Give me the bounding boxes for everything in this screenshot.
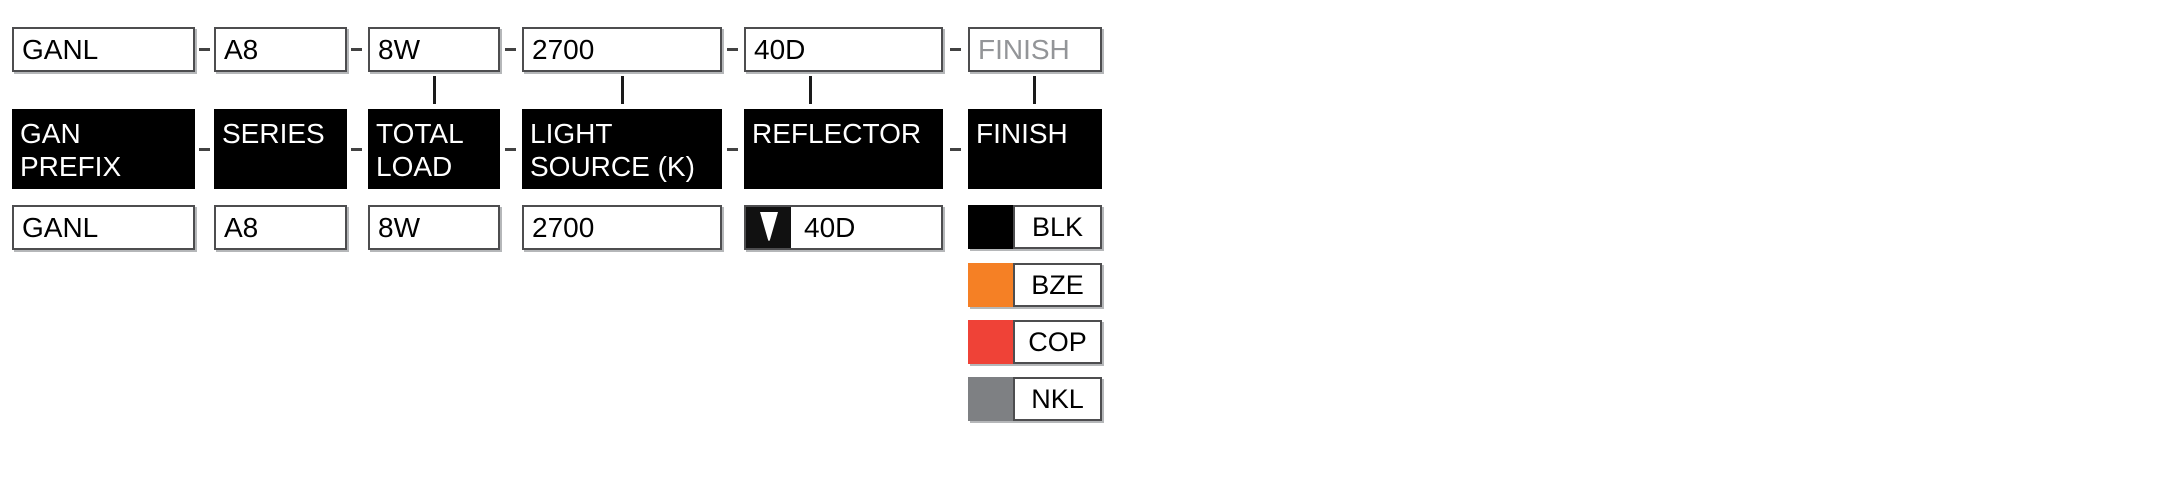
value-text: A8 [224, 211, 259, 243]
column-header-total-load: TOTAL LOAD [368, 109, 500, 189]
finish-option-cop[interactable]: COP [968, 320, 1102, 364]
finish-option-label: BLK [1013, 205, 1102, 249]
finish-color-swatch [968, 320, 1013, 364]
dash-connector [727, 48, 738, 51]
code-segment-light-source[interactable]: 2700 [522, 27, 722, 72]
header-line: SERIES [222, 118, 325, 149]
dropdown-selected-value: 40D [804, 211, 856, 243]
finish-option-label: COP [1013, 320, 1102, 364]
dropdown-arrow-icon[interactable] [746, 207, 791, 248]
code-segment-text: A8 [224, 33, 259, 65]
code-segment-total-load[interactable]: 8W [368, 27, 500, 72]
connector-line [1033, 76, 1036, 104]
dash-connector [199, 48, 210, 51]
value-text: 2700 [532, 211, 595, 243]
finish-option-label: BZE [1013, 263, 1102, 307]
finish-color-swatch [968, 377, 1013, 421]
code-segment-finish-placeholder[interactable]: FINISH [968, 27, 1102, 72]
finish-color-swatch [968, 263, 1013, 307]
dash-connector [727, 148, 738, 151]
value-field-series[interactable]: A8 [214, 205, 347, 250]
header-line: LIGHT [530, 118, 613, 149]
value-text: GANL [22, 211, 99, 243]
finish-option-label: NKL [1013, 377, 1102, 421]
code-segment-series[interactable]: A8 [214, 27, 347, 72]
reflector-dropdown[interactable]: 40D [744, 205, 943, 250]
column-header-light-source: LIGHT SOURCE (K) [522, 109, 722, 189]
connector-line [433, 76, 436, 104]
dash-connector [199, 148, 210, 151]
value-field-gan-prefix[interactable]: GANL [12, 205, 195, 250]
column-header-reflector: REFLECTOR [744, 109, 943, 189]
finish-option-blk[interactable]: BLK [968, 205, 1102, 249]
header-line: GAN [20, 118, 81, 149]
value-text: 8W [378, 211, 420, 243]
finish-option-nkl[interactable]: NKL [968, 377, 1102, 421]
finish-option-bze[interactable]: BZE [968, 263, 1102, 307]
dash-connector [950, 148, 961, 151]
header-line: TOTAL [376, 118, 464, 149]
dash-connector [950, 48, 961, 51]
dash-connector [505, 148, 516, 151]
code-segment-gan-prefix[interactable]: GANL [12, 27, 195, 72]
header-line: PREFIX [20, 151, 122, 182]
value-field-light-source[interactable]: 2700 [522, 205, 722, 250]
code-segment-placeholder-text: FINISH [978, 33, 1070, 65]
value-field-total-load[interactable]: 8W [368, 205, 500, 250]
dash-connector [505, 48, 516, 51]
column-header-gan-prefix: GAN PREFIX [12, 109, 195, 189]
code-segment-text: 2700 [532, 33, 595, 65]
header-line: FINISH [976, 118, 1068, 149]
dash-connector [351, 148, 362, 151]
connector-line [809, 76, 812, 104]
dash-connector [351, 48, 362, 51]
connector-line [621, 76, 624, 104]
code-segment-text: 40D [754, 33, 806, 65]
column-header-finish: FINISH [968, 109, 1102, 189]
code-segment-reflector[interactable]: 40D [744, 27, 943, 72]
finish-color-swatch [968, 205, 1013, 249]
header-line: REFLECTOR [752, 118, 922, 149]
code-segment-text: GANL [22, 33, 99, 65]
code-segment-text: 8W [378, 33, 420, 65]
column-header-series: SERIES [214, 109, 347, 189]
header-line: LOAD [376, 151, 453, 182]
header-line: SOURCE (K) [530, 151, 695, 182]
